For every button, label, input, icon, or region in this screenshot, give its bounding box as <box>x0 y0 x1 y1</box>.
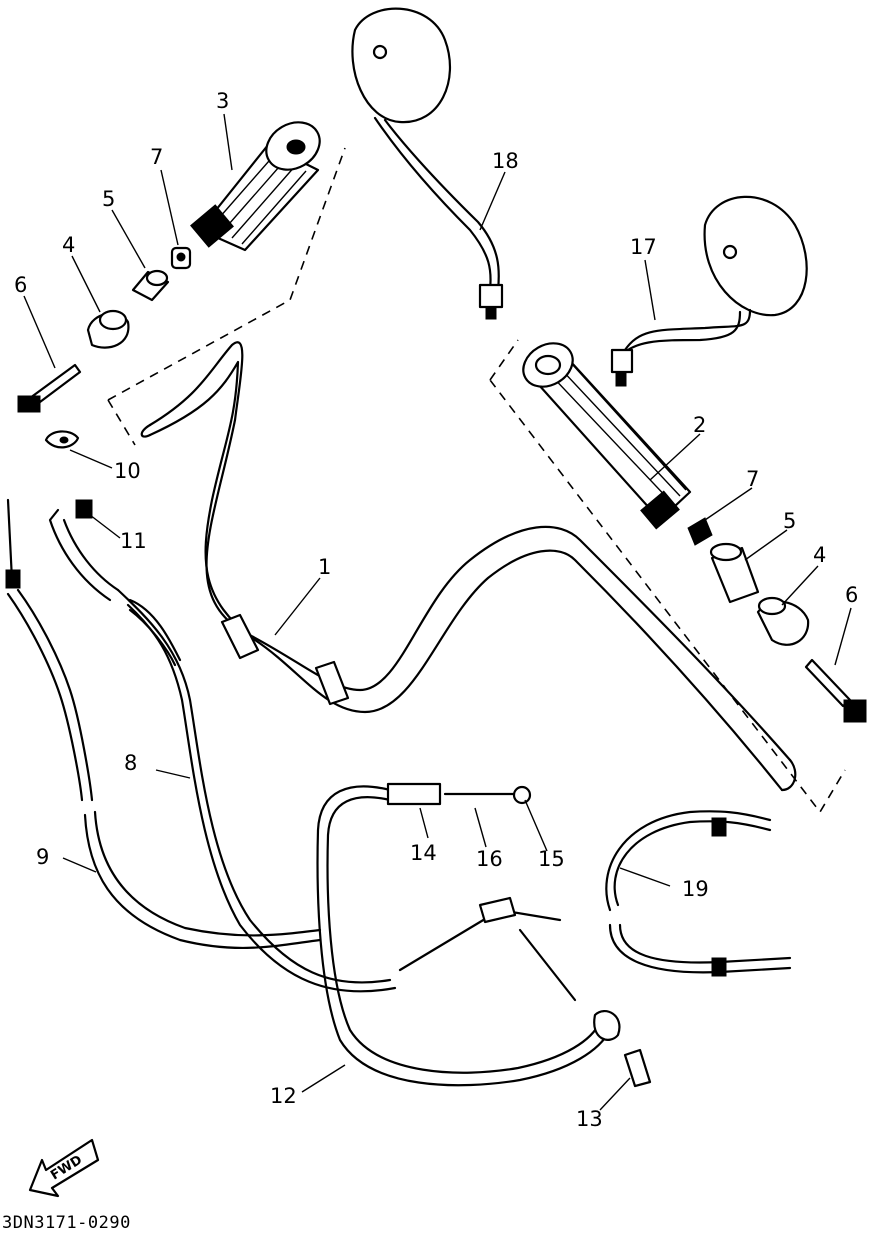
left-grip-assembly-outline <box>107 147 346 446</box>
callout-labels: 1 2 3 4 4 5 5 6 6 7 7 8 9 10 11 12 13 14… <box>14 89 858 1131</box>
left-grip <box>190 121 321 252</box>
callout-15: 15 <box>538 847 565 871</box>
callout-14: 14 <box>410 841 437 865</box>
callout-12: 12 <box>270 1084 297 1108</box>
callout-16: 16 <box>476 847 503 871</box>
callout-5-left: 5 <box>102 187 115 211</box>
callout-8: 8 <box>124 751 137 775</box>
callout-5-right: 5 <box>783 509 796 533</box>
forward-direction-arrow: FWD <box>28 1138 100 1198</box>
callout-4-left: 4 <box>62 233 75 257</box>
callout-18: 18 <box>492 149 519 173</box>
callout-13: 13 <box>576 1107 603 1131</box>
clutch-cables <box>316 782 792 1088</box>
callout-2: 2 <box>693 413 706 437</box>
handlebar <box>140 341 797 792</box>
callout-10: 10 <box>114 459 141 483</box>
callout-17: 17 <box>630 235 657 259</box>
callout-3: 3 <box>216 89 229 113</box>
callout-6-left: 6 <box>14 273 27 297</box>
leader-lines <box>23 113 852 1111</box>
callout-11: 11 <box>120 529 147 553</box>
right-grip-assembly-outline <box>489 339 846 814</box>
callout-19: 19 <box>682 877 709 901</box>
callout-7-right: 7 <box>746 467 759 491</box>
callout-6-right: 6 <box>845 583 858 607</box>
throttle-cables <box>5 498 397 993</box>
callout-7-left: 7 <box>150 145 163 169</box>
right-small-parts <box>687 517 867 723</box>
drawing-code: 3DN3171-0290 <box>2 1213 131 1233</box>
callout-1: 1 <box>318 555 331 579</box>
left-mirror <box>351 7 504 320</box>
left-small-parts <box>17 246 192 519</box>
callout-9: 9 <box>36 845 49 869</box>
callout-4-right: 4 <box>813 543 826 567</box>
right-grip <box>522 342 692 530</box>
right-mirror <box>610 195 808 387</box>
